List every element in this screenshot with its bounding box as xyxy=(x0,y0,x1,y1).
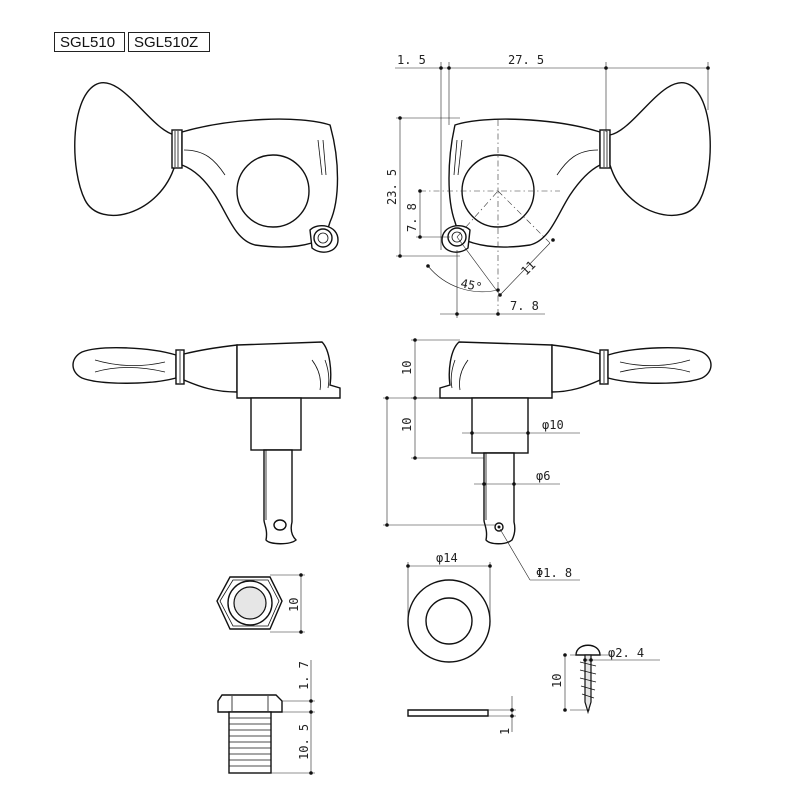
dim-1-7: 1. 7 xyxy=(297,661,311,690)
dim-23-5: 23. 5 xyxy=(385,169,399,205)
model-label-sgl510: SGL510 xyxy=(54,32,125,52)
dim-10-post: 10 xyxy=(400,418,414,432)
washer-side-view: 1 xyxy=(407,696,516,735)
dim-45-degrees: 45° xyxy=(459,276,483,294)
dim-7-8-vertical: 7. 8 xyxy=(405,203,419,232)
dim-10-5: 10. 5 xyxy=(297,724,311,760)
mounting-screw-view: 10 φ2. 4 xyxy=(550,644,660,715)
dim-nut-10: 10 xyxy=(287,598,301,612)
tuner-back-view-right: 1. 5 27. 5 23. 5 7. 8 11 45° 7. 8 xyxy=(385,53,711,318)
tuner-side-view-right: 10 10 φ10 φ6 Φ1. 8 xyxy=(383,338,712,581)
dim-phi-2-4: φ2. 4 xyxy=(608,646,644,660)
dim-phi-1-8: Φ1. 8 xyxy=(536,566,572,580)
bushing-side-view: 1. 7 10. 5 xyxy=(217,660,315,775)
dim-27-5: 27. 5 xyxy=(508,53,544,67)
model-label-sgl510z: SGL510Z xyxy=(128,32,210,52)
dim-screw-10: 10 xyxy=(550,674,564,688)
dim-11: 11 xyxy=(518,258,538,278)
tuner-front-view-left xyxy=(74,82,339,253)
dim-7-8-horizontal: 7. 8 xyxy=(510,299,539,313)
dim-10-head: 10 xyxy=(400,361,414,375)
dim-washer-1: 1 xyxy=(498,728,512,735)
washer-front-view: φ14 xyxy=(406,551,492,663)
tuner-side-view-left xyxy=(72,341,341,545)
hex-nut-view: 10 xyxy=(216,573,305,634)
dim-1-5: 1. 5 xyxy=(397,53,426,67)
dim-phi-10: φ10 xyxy=(542,418,564,432)
dim-phi-14: φ14 xyxy=(436,551,458,565)
dim-phi-6: φ6 xyxy=(536,469,550,483)
